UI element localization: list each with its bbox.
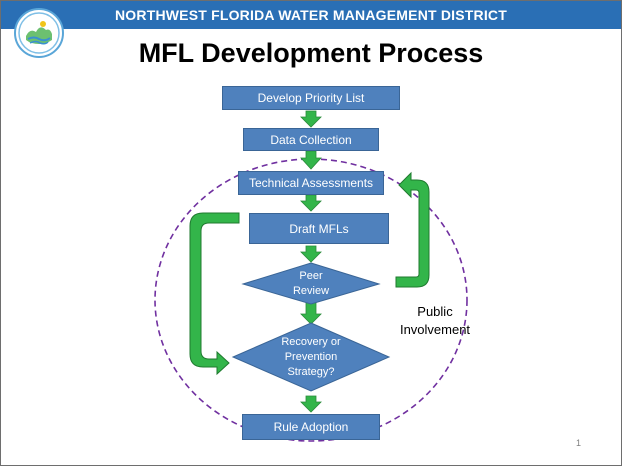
peer-review-label: Peer Review [271,269,351,299]
header-banner: NORTHWEST FLORIDA WATER MANAGEMENT DISTR… [1,1,621,29]
technical-assessments-box: Technical Assessments [238,171,384,195]
banner-title: NORTHWEST FLORIDA WATER MANAGEMENT DISTR… [114,7,507,23]
down-arrow-icon [300,194,322,212]
district-seal-icon [14,8,64,58]
draft-mfls-box: Draft MFLs [249,213,389,244]
strategy-decision-label: Recovery or Prevention Strategy? [261,335,361,380]
down-arrow-icon [300,245,322,263]
public-involvement-circle [154,158,468,442]
develop-priority-list-box: Develop Priority List [222,86,400,110]
data-collection-box: Data Collection [243,128,379,151]
public-involvement-line2: Involvement [399,322,471,337]
peer-review-diamond [241,262,381,305]
down-arrow-icon [300,395,322,413]
strategy-line3: Strategy? [287,366,335,378]
strategy-line1: Recovery or [281,336,341,348]
public-involvement-label: Public Involvement [385,303,485,339]
peer-review-line2: Review [292,285,330,297]
page-title: MFL Development Process [138,38,484,68]
peer-review-line1: Peer [299,270,323,282]
right-loop-arrow-icon [395,171,430,288]
page-number: 1 [576,438,582,448]
strategy-decision-diamond [231,322,391,392]
down-arrow-icon [300,110,322,128]
strategy-line2: Prevention [284,351,338,363]
down-arrow-icon [300,150,322,170]
public-involvement-line1: Public [417,304,453,319]
left-loop-arrow-icon [189,212,240,376]
rule-adoption-box: Rule Adoption [242,414,380,440]
